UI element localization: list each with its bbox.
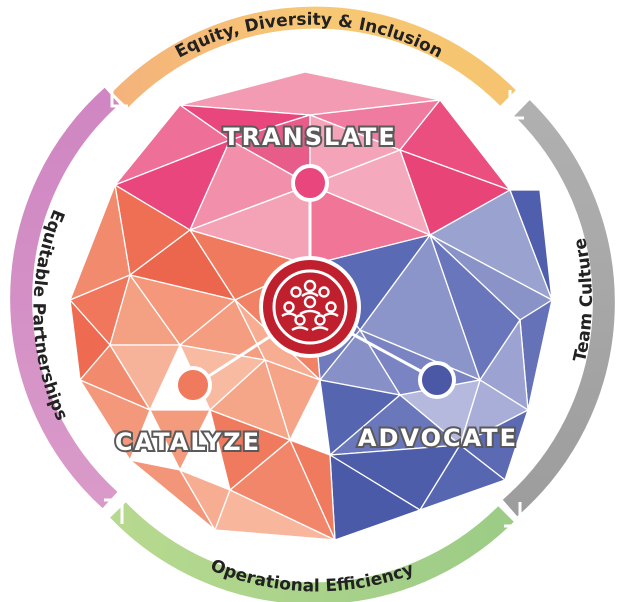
ring-label-right: Team Culture: [570, 236, 597, 364]
catalyze-node[interactable]: [174, 366, 212, 404]
people-group-icon: [281, 279, 339, 332]
ring-segment-operational: [110, 502, 514, 602]
advocate-region: [309, 189, 553, 541]
outer-ring: [10, 6, 615, 602]
ring-notches: [104, 80, 524, 528]
advocate-node[interactable]: [418, 361, 456, 399]
ring-segment-team-culture: [502, 100, 615, 517]
translate-label: TRANSLATE: [223, 123, 397, 151]
translate-region: [114, 71, 511, 266]
translate-node[interactable]: [291, 164, 329, 202]
catalyze-region: [69, 184, 336, 541]
center-emblem[interactable]: [259, 256, 361, 358]
advocate-label: ADVOCATE: [358, 424, 518, 452]
ring-segment-equity: [112, 6, 516, 108]
ring-segment-partnerships: [10, 87, 120, 509]
catalyze-label: CATALYZE: [115, 428, 261, 456]
